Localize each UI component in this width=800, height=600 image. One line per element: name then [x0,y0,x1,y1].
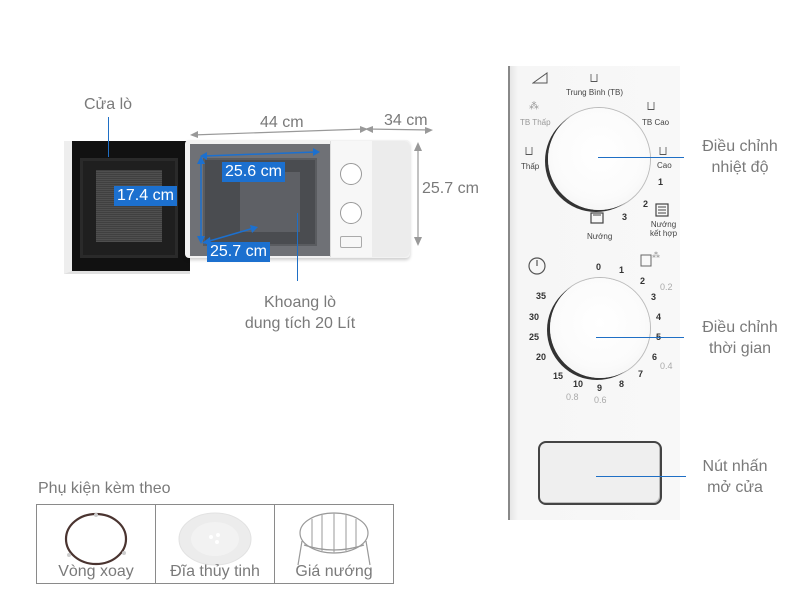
medium-power-icon: ⨆ [590,73,598,84]
door-open-button[interactable] [538,441,662,505]
mini-timer-knob [340,202,362,224]
timer-0: 0 [596,262,602,272]
height-arrow-icon [414,142,422,246]
timer-4: 4 [656,312,662,322]
combo-level-1: 1 [658,177,664,187]
height-dimension: 25.7 cm [422,180,479,197]
timer-1: 1 [619,265,625,275]
glass-plate-icon [178,512,252,566]
cavity-caption: Khoang lò dung tích 20 Lít [230,292,370,334]
combo-grill-icon [655,203,669,217]
temperature-leader-line [598,157,684,158]
combo-level-3: 3 [622,212,628,222]
timer-6: 6 [652,352,658,362]
door-button-callout: Nút nhấn mở cửa [690,456,780,498]
door-button-callout-line1: Nút nhấn [702,458,768,475]
combo-line2: kết hợp [650,229,678,238]
power-label-combo: Nướng kết hợp [650,220,677,238]
door-button-callout-line2: mở cửa [707,479,763,496]
low-power-icon: ⨆ [525,146,533,157]
weight-0.6: 0.6 [594,395,607,405]
cavity-caption-line2: dung tích 20 Lít [244,315,356,332]
accessories-title: Phụ kiện kèm theo [38,480,171,497]
microwave-side [372,141,410,257]
defrost-icon: ⁂ [640,250,660,267]
timer-3: 3 [651,292,657,302]
time-callout-line1: Điều chỉnh [702,319,778,336]
accessories-table: Vòng xoay Đĩa thủy tinh Giá nướng [36,504,394,584]
timer-2: 2 [640,276,646,286]
weight-0.4: 0.4 [660,361,673,371]
timer-dial[interactable] [550,278,650,378]
grill-icon [590,212,604,224]
combo-level-2: 2 [643,199,649,209]
turntable-ring-icon [64,512,128,566]
power-level-icon [532,72,548,84]
combo-line1: Nướng [650,220,677,229]
power-label-medium-high: TB Cao [642,118,670,127]
time-callout: Điều chỉnh thời gian [692,317,788,359]
power-label-high: Cao [657,161,672,170]
power-dial[interactable] [548,108,650,210]
depth-dimension: 34 cm [384,112,428,129]
accessory-name: Đĩa thủy tinh [170,563,260,580]
high-power-icon: ⨆ [659,146,667,157]
timer-30: 30 [529,312,540,322]
temperature-callout-line2: nhiệt độ [711,159,769,176]
medium-low-power-icon: ⁂ [529,101,539,112]
timer-15: 15 [553,371,564,381]
medium-high-power-icon: ⨆ [647,101,655,112]
depth-arrow-icon [365,126,433,134]
mini-door-button [340,236,362,248]
temperature-callout-line1: Điều chỉnh [702,138,778,155]
door-window-mesh [96,170,162,242]
grill-rack-icon [297,512,371,566]
door-button-leader-line [596,476,686,477]
mini-power-knob [340,163,362,185]
cavity-width-badge: 25.6 cm [222,162,285,182]
door-leader-line [108,117,109,157]
timer-clock-icon [528,257,546,275]
svg-text:⁂: ⁂ [652,250,660,260]
accessory-item: Đĩa thủy tinh [156,505,275,583]
timer-9: 9 [597,383,603,393]
time-leader-line [596,337,684,338]
mini-control-panel [330,141,372,257]
accessory-item: Vòng xoay [37,505,156,583]
timer-25: 25 [529,332,540,342]
cavity-arrows-icon [197,148,320,245]
power-label-medium: Trung Bình (TB) [566,88,624,97]
accessory-item: Giá nướng [275,505,393,583]
timer-8: 8 [619,379,625,389]
power-label-medium-low: TB Thấp [520,118,551,127]
cavity-caption-line1: Khoang lò [263,294,337,311]
timer-10: 10 [573,379,584,389]
accessory-name: Giá nướng [295,563,373,580]
timer-7: 7 [638,369,644,379]
time-callout-line2: thời gian [708,340,772,357]
cavity-depth-badge: 25.7 cm [207,242,270,262]
cavity-height-badge: 17.4 cm [114,186,177,206]
cavity-back-wall [240,172,300,232]
accessory-name: Vòng xoay [58,563,134,580]
weight-0.8: 0.8 [566,392,579,402]
temperature-callout: Điều chỉnh nhiệt độ [692,136,788,178]
width-dimension: 44 cm [260,114,304,131]
weight-0.2: 0.2 [660,282,673,292]
cavity-leader-line [297,213,298,281]
timer-20: 20 [536,352,547,362]
width-arrow-icon [190,126,368,138]
power-label-grill: Nướng [587,232,613,241]
timer-35: 35 [536,291,547,301]
power-label-low: Thấp [521,162,540,171]
door-label: Cửa lò [84,96,133,113]
